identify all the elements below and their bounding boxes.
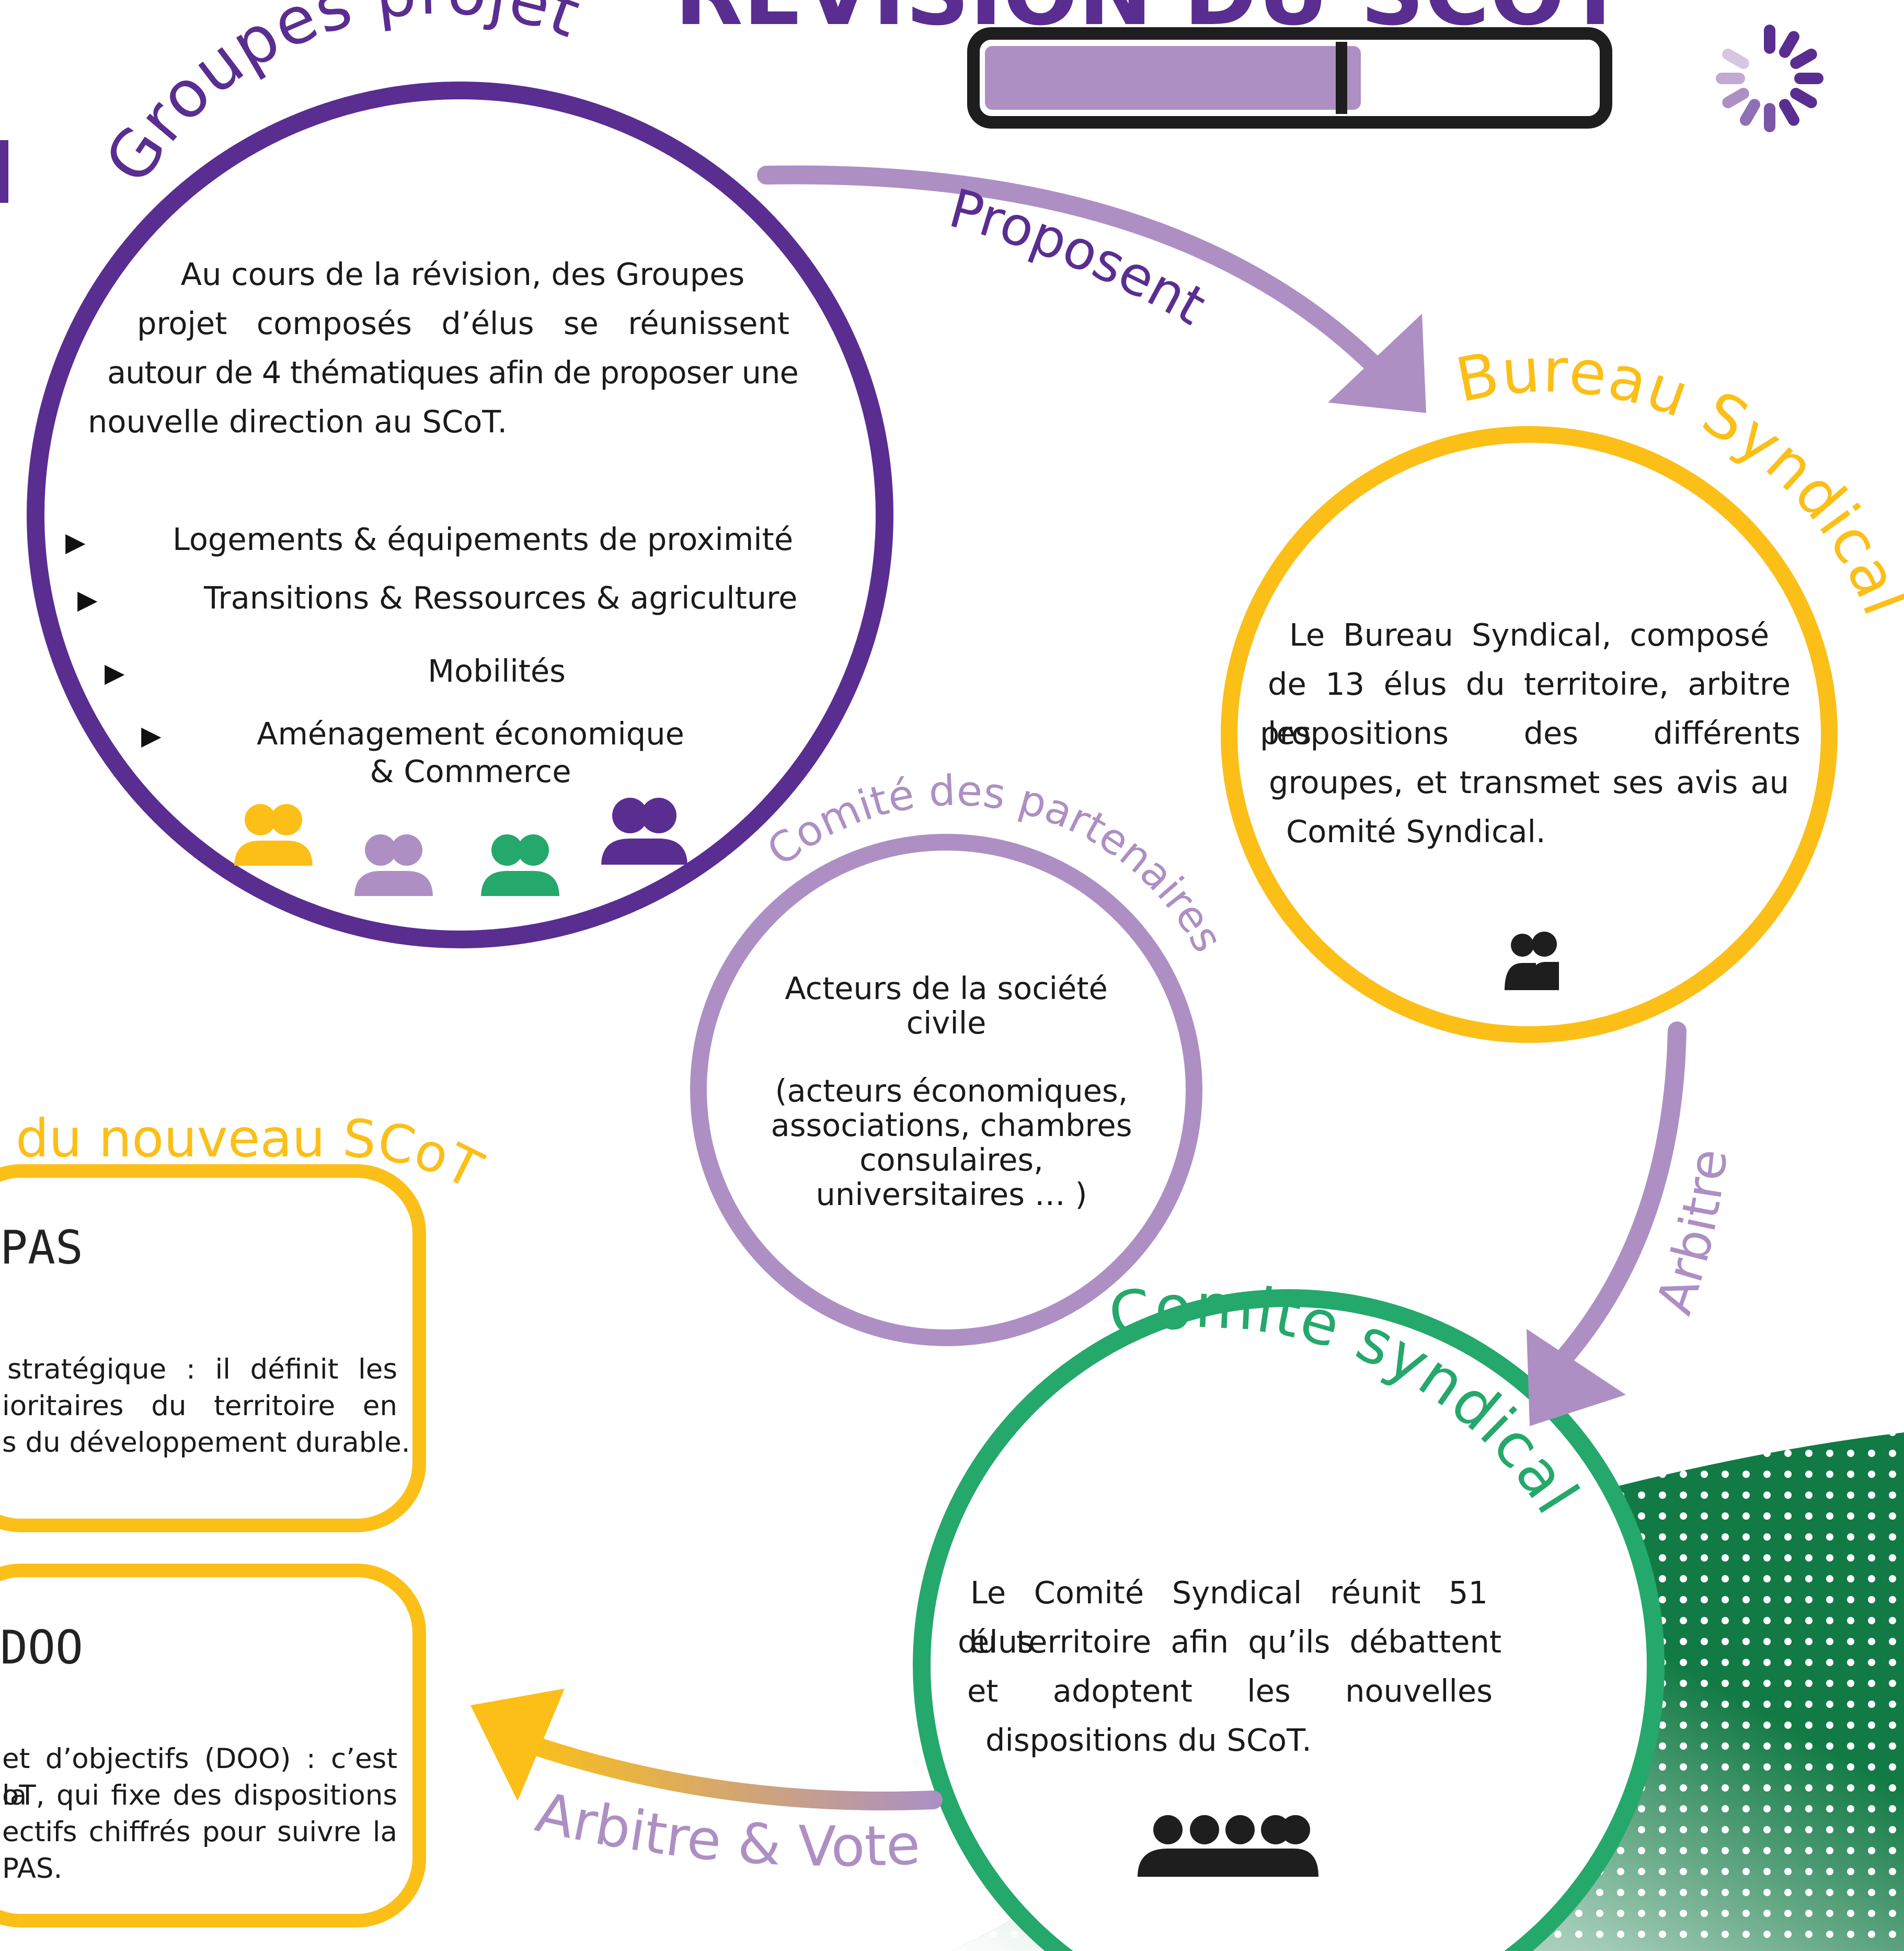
comite-partenaires-circle [690,834,1202,1346]
groupes-projet-line-1: Au cours de la révision, des Groupes [180,256,745,292]
bureau-line-5: Comité Syndical. [1286,813,1546,850]
bureau-line-1: Le Bureau Syndical, composé [1289,617,1769,653]
pas-line-3: s du développement durable. [2,1427,410,1459]
edge-bar [0,140,8,203]
partenaires-main: Acteurs de la société civile [785,970,1108,1041]
comite-syndical-line-4: dispositions du SCoT. [985,1722,1312,1758]
pas-line-2: ioritaires du territoire en [2,1390,397,1422]
bullet-icon: ▶ [65,527,86,557]
groupes-projet-circle [27,82,893,948]
theme-item: Aménagement économique & Commerce [257,716,684,789]
progress-bar-cursor [1336,42,1347,114]
theme-item: Transitions & Ressources & agriculture [204,580,798,616]
comite-syndical-circle [913,1289,1665,1951]
pas-line-1: stratégique : il définit les [7,1353,397,1385]
doo-line-2: oT, qui fixe des dispositions [2,1780,397,1811]
comite-syndical-line-1: Le Comité Syndical réunit 51 élus [970,1575,1488,1660]
people-icon [1505,932,1559,990]
doo-line-4: PAS. [2,1853,63,1885]
arrow-arbitre-vote [519,1734,943,1810]
pas-title: PAS [0,1221,83,1275]
bureau-syndical-circle [1221,426,1838,1043]
spinner-icon [1716,25,1823,132]
bullet-icon: ▶ [141,720,162,751]
arrow-proposent [757,165,1390,381]
groupes-projet-line-4: nouvelle direction au SCoT. [88,404,508,440]
doo-title: DOO [0,1621,83,1674]
arrow-arbitre [1551,1022,1687,1371]
comite-syndical-line-2: du territoire afin qu’ils débattent [958,1624,1501,1660]
bureau-line-3: propositions des différents [1260,715,1800,751]
doo-box [0,1564,426,1927]
people-icon-green [481,834,559,897]
bureau-line-4: groupes, et transmet ses avis au [1269,764,1789,800]
theme-item: Logements & équipements de proximité [173,521,794,557]
partenaires-detail: (acteurs économiques, associations, cham… [771,1073,1132,1212]
progress-bar [967,27,1612,129]
pas-box [0,1164,426,1532]
groupes-projet-line-3: autour de 4 thématiques afin de proposer… [107,354,799,391]
group-people-icon [1138,1815,1318,1877]
theme-item: Mobilités [428,653,566,689]
bureau-line-2: de 13 élus du territoire, arbitre les [1268,666,1791,751]
arrow-arbitre-vote-head [471,1689,565,1801]
people-icon-yellow [234,804,313,867]
comite-syndical-line-3: et adoptent les nouvelles [967,1673,1493,1709]
header-title: RÉVISION DU SCOT [674,0,1626,45]
arrow-proposent-head [1328,314,1426,413]
groupes-projet-line-2: projet composés d’élus se réunissent [137,305,789,341]
people-icon-lilac [354,834,433,897]
people-icon-purple [601,798,687,866]
doo-line-3: ectifs chiffrés pour suivre la [2,1816,397,1848]
arrow-arbitre-head [1527,1329,1626,1426]
progress-bar-fill [985,46,1361,110]
doo-line-1: et d’objectifs (DOO) : c’est la [2,1743,397,1811]
bullet-icon: ▶ [77,584,98,615]
bullet-icon: ▶ [105,658,125,688]
